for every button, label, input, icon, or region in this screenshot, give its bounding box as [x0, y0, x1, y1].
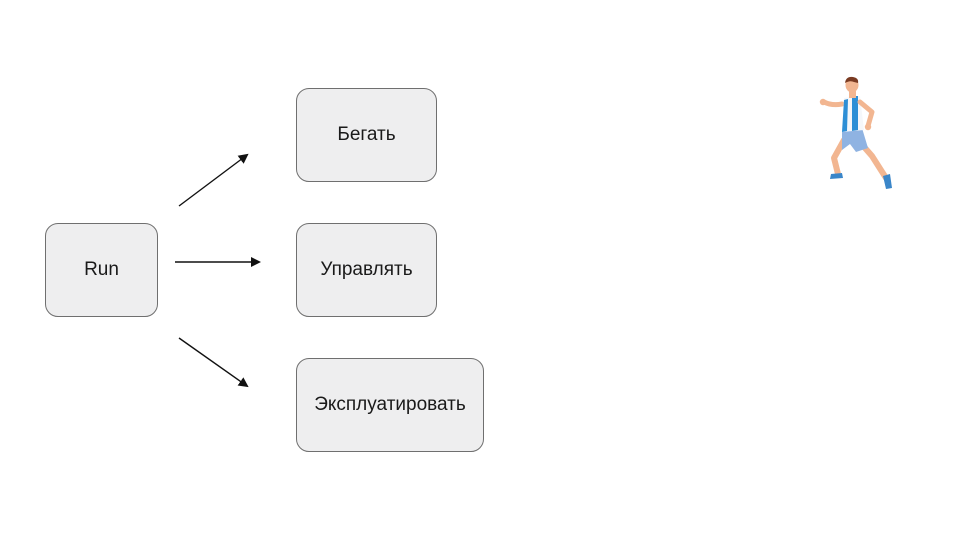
source-node-label: Run: [84, 259, 119, 280]
running-man-icon: [819, 76, 892, 189]
source-node-run: Run: [45, 223, 158, 317]
target-node-3: Эксплуатировать: [296, 358, 484, 452]
target-node-1-label: Бегать: [337, 124, 396, 145]
arrow-to-node-1: [178, 153, 249, 207]
arrow-to-node-3: [178, 337, 249, 388]
target-node-2-label: Управлять: [320, 259, 413, 280]
target-node-1: Бегать: [296, 88, 437, 182]
target-node-2: Управлять: [296, 223, 437, 317]
target-node-3-label: Эксплуатировать: [314, 394, 466, 415]
